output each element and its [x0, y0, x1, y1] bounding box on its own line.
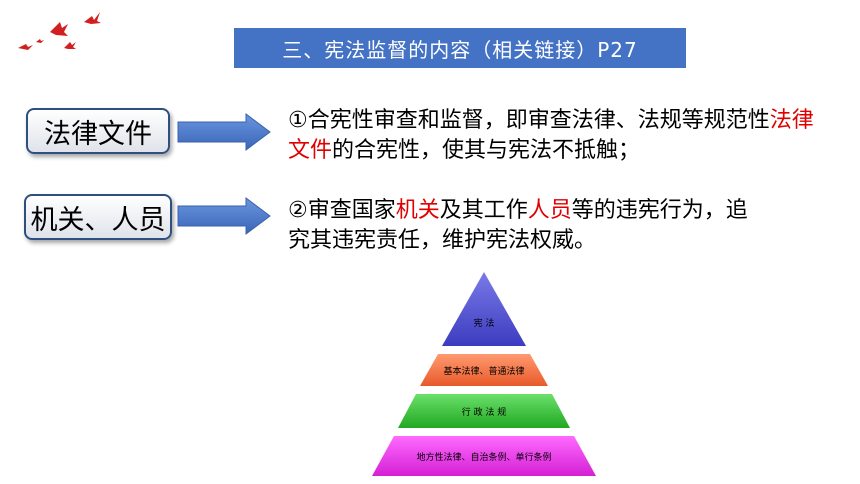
- description-1: ①合宪性审查和监督，即审查法律、法规等规范性法律文件的合宪性，使其与宪法不抵触；: [288, 106, 828, 166]
- desc-1-text-after: 的合宪性，使其与宪法不抵触；: [332, 138, 641, 163]
- pyramid-level-3: [398, 394, 570, 428]
- right-arrow-icon: [177, 197, 271, 235]
- bird-3: [64, 42, 76, 49]
- desc-2-highlight-organs: 机关: [395, 198, 440, 223]
- flying-birds-icon: [18, 12, 101, 50]
- desc-2-text-middle: 及其工作: [439, 198, 528, 223]
- pyramid-level-1: [442, 272, 526, 346]
- bird-1: [84, 12, 101, 24]
- description-2: ②审查国家机关及其工作人员等的违宪行为，追究其违宪责任，维护宪法权威。: [288, 196, 758, 256]
- pyramid-label-4: 地方性法律、自治条例、单行条例: [416, 451, 551, 463]
- right-arrow-icon: [177, 113, 271, 151]
- pyramid-label-3: 行 政 法 规: [462, 406, 507, 418]
- bird-4: [18, 44, 33, 50]
- desc-2-highlight-personnel: 人员: [527, 198, 572, 223]
- legal-hierarchy-pyramid: 宪 法 基本法律、普通法律 行 政 法 规 地方性法律、自治条例、单行条例: [372, 272, 596, 476]
- desc-1-highlight: 法律文件: [288, 108, 814, 163]
- bird-5: [36, 39, 44, 43]
- desc-2-text-before: ②审查国家: [288, 198, 396, 223]
- label-legal-documents: 法律文件: [26, 108, 170, 154]
- pyramid-level-4: [372, 436, 596, 476]
- slide-title: 三、宪法监督的内容（相关链接）P27: [234, 28, 686, 68]
- desc-2-text-after: 等的违宪行为，追究其违宪责任，维护宪法权威。: [288, 198, 748, 253]
- pyramid-label-2: 基本法律、普通法律: [443, 365, 524, 377]
- pyramid-level-2: [420, 354, 548, 386]
- bird-2: [50, 22, 68, 36]
- desc-1-text-before: ①合宪性审查和监督，即审查法律、法规等规范性: [288, 108, 770, 133]
- pyramid-label-1: 宪 法: [474, 317, 495, 329]
- label-organs-personnel: 机关、人员: [24, 194, 172, 240]
